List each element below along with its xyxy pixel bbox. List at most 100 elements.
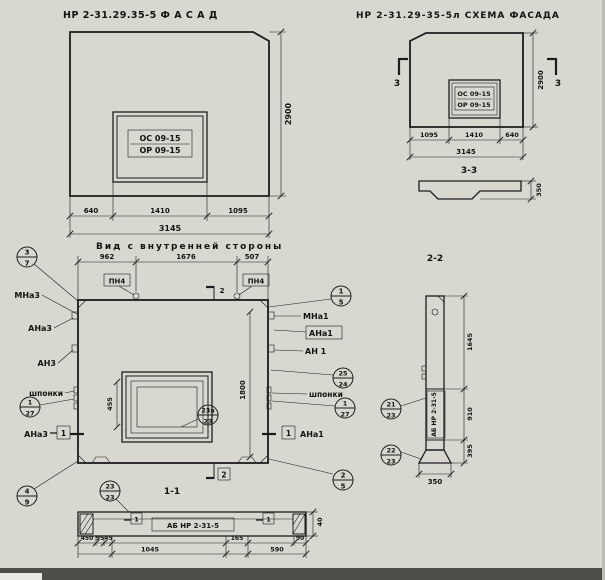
label-ana1-box [305, 325, 343, 340]
section-2-2-title: 2-2 [427, 254, 443, 264]
section-marker-label: 3 [394, 79, 400, 89]
dim-total: 3145 [456, 148, 476, 156]
callout-bottom: 23 [203, 418, 212, 426]
section-2-marker-top: 2 [206, 285, 225, 300]
facade-left-window-label-box [127, 129, 193, 158]
dim-962: 962 [100, 253, 115, 261]
section-3-3-title: 3-3 [461, 166, 477, 176]
window-mark-line1: ОС 09-15 [139, 134, 180, 143]
dim-1676: 1676 [176, 253, 196, 261]
label-an3: АН3 [38, 359, 56, 368]
flag-1-right-box [262, 512, 275, 525]
facade-left-window-inner [116, 115, 204, 179]
embedded-part-box [151, 517, 235, 532]
inner-window-frame-3 [130, 380, 204, 434]
callout-top: 4 [25, 488, 30, 496]
dim-165: 165 [231, 535, 244, 542]
facade-scheme-window-outer [448, 79, 501, 119]
window-mark-line2: ОР 09-15 [139, 146, 180, 155]
section-3-marker-left: 3 [394, 57, 408, 89]
label-mna1: МНа1 [303, 312, 329, 321]
dim-90: 90 [296, 535, 304, 542]
callout-top: 1 [28, 399, 33, 407]
inner-window-frame-2 [125, 375, 209, 439]
section-1-1-title: 1-1 [164, 487, 180, 497]
window-mark-line1: ОС 09-15 [457, 90, 491, 98]
flag-1-left: 1 [134, 516, 139, 524]
end-block-left [79, 513, 94, 535]
anchor-label: ПН4 [109, 278, 126, 286]
dim-910: 910 [466, 407, 474, 421]
facade-left-window-outer [112, 111, 208, 183]
callout-bottom: 9 [25, 499, 30, 507]
callout-top: 2 [341, 472, 346, 480]
dim-1095: 1095 [420, 131, 439, 139]
embedded-part-box [426, 390, 446, 439]
anchor-label: ПН4 [248, 278, 265, 286]
dim-height: 2900 [537, 70, 545, 90]
callout-top: 1 [339, 288, 344, 296]
dim-1410: 1410 [150, 207, 170, 215]
callout-bottom: 7 [25, 260, 30, 268]
dim-height: 2900 [284, 102, 293, 125]
facade-scheme-panel-outline [409, 32, 524, 128]
callout-bottom: 27 [25, 410, 34, 418]
section-marker-label: 2 [220, 287, 225, 295]
label-shponki-left: шпонки [29, 389, 63, 398]
callout-top: 3 [25, 249, 30, 257]
section-marker-label: 2 [221, 471, 226, 480]
dim-95: 95 [96, 535, 104, 542]
section-1-flag-left-box [56, 425, 71, 440]
callout-top: 1 [343, 400, 348, 408]
callout-bottom: 23 [105, 494, 114, 502]
section-2-marker-bottom: 2 [206, 463, 231, 481]
flag-1-right: 1 [266, 516, 271, 524]
label-ana1-bottom: АНа1 [300, 430, 324, 439]
callout-top: 23 [105, 483, 114, 491]
inner-panel-outline [77, 299, 269, 464]
inner-side-view: Вид с внутренней стороны 962 1676 507 ПН… [14, 242, 356, 507]
facade-left-title: НР 2-31.29.35-5 Ф А С А Д [63, 10, 218, 21]
callout-bottom: 24 [338, 381, 348, 389]
lifting-loop-icon [233, 292, 241, 300]
dim-640: 640 [505, 131, 519, 139]
dim-450: 450 [81, 535, 94, 542]
inner-view-title: Вид с внутренней стороны [96, 242, 283, 252]
callout-bottom: 23 [386, 412, 395, 420]
section-2-2-view: 2-2 АБ НР 2-31-5 1645 910 395 350 21 23 … [380, 254, 474, 486]
section-3-3-view: 3-3 350 [418, 166, 543, 203]
dim-395: 395 [466, 444, 474, 458]
label-shponki-right: шпонки [309, 390, 343, 399]
callout-top: 23а [201, 407, 214, 415]
section-3-marker-right: 3 [547, 57, 561, 89]
callout-bottom: 27 [340, 411, 349, 419]
callout-top: 22 [386, 447, 395, 455]
callout-bottom: 5 [341, 483, 346, 491]
dim-45: 45 [104, 535, 112, 542]
flag-1-left-box [130, 512, 143, 525]
dim-total: 3145 [159, 224, 182, 233]
anchor-pn4-right: ПН4 [233, 273, 270, 300]
label-an1: АН 1 [305, 347, 327, 356]
lifting-loop-icon [431, 308, 439, 316]
section-marker-label: 3 [555, 79, 561, 89]
label-ana1: АНа1 [309, 329, 333, 338]
section-3-3-profile [418, 180, 522, 200]
dim-507: 507 [245, 253, 260, 261]
window-mark-line2: ОР 09-15 [457, 101, 491, 109]
scan-edge-light-corner [0, 573, 42, 580]
dim-640: 640 [84, 207, 99, 215]
dim-40: 40 [316, 517, 324, 527]
label-mna3: МНа3 [14, 291, 40, 300]
inner-window-frame-1 [121, 371, 213, 443]
facade-scheme-window-inner [451, 82, 498, 116]
embedded-part-label: АБ НР 2-31-5 [431, 392, 438, 437]
callout-top: 21 [386, 401, 396, 409]
dim-1800: 1800 [239, 380, 247, 400]
end-block-right [292, 513, 306, 535]
label-ana3: АНа3 [28, 324, 52, 333]
embedded-part-label: АБ НР 2-31-5 [167, 522, 219, 530]
dim-455: 455 [106, 397, 114, 411]
